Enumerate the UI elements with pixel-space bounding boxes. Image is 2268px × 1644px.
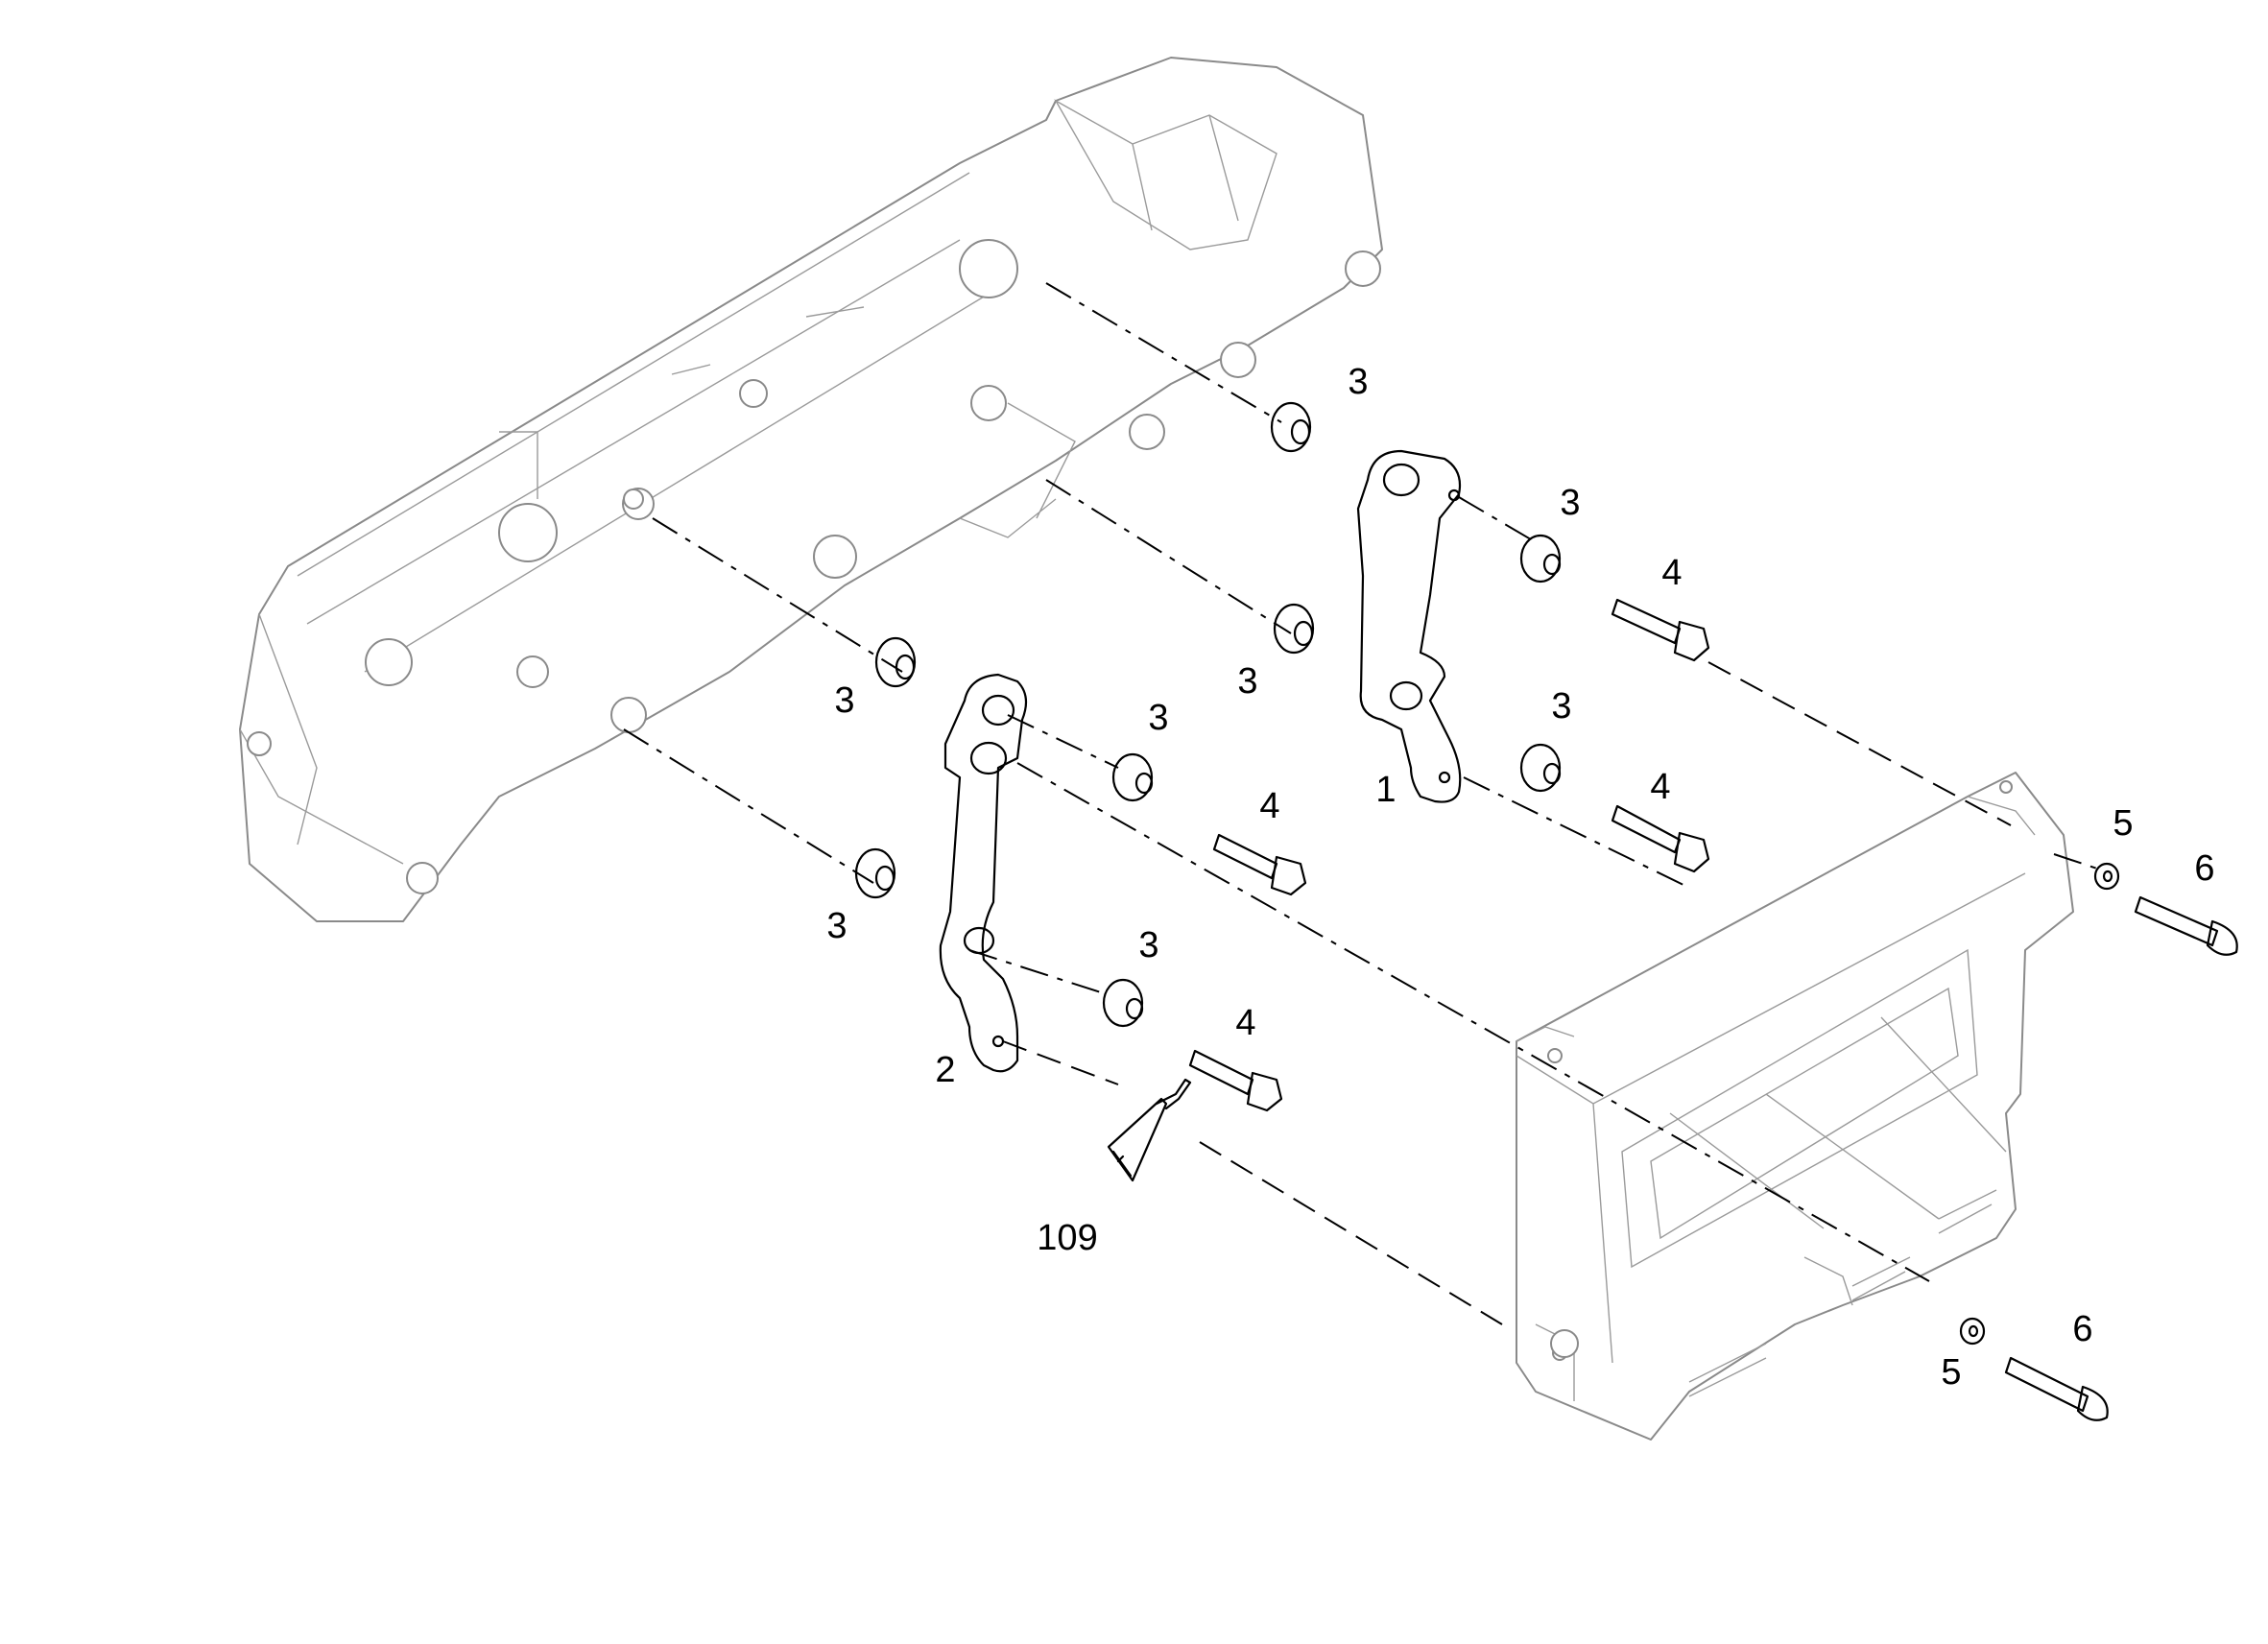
bolt xyxy=(1611,598,1710,662)
callout-3: 3 xyxy=(826,906,848,946)
bracket-2 xyxy=(939,673,1028,1073)
callout-2: 2 xyxy=(935,1050,956,1090)
bushing xyxy=(1111,752,1154,802)
bolt xyxy=(1188,1049,1283,1112)
callout-3: 3 xyxy=(1237,661,1258,702)
callout-3: 3 xyxy=(834,680,855,721)
screw xyxy=(2134,895,2238,956)
screw xyxy=(2004,1356,2109,1421)
sealant-tube-icon xyxy=(1107,1078,1192,1182)
washer xyxy=(2093,862,2120,891)
washer xyxy=(1959,1317,1986,1346)
washer-parts xyxy=(1959,862,2120,1346)
module-housing xyxy=(1516,772,2074,1441)
callout-4: 4 xyxy=(1259,786,1280,826)
callout-109: 109 xyxy=(1037,1218,1098,1258)
bushing xyxy=(1519,743,1562,793)
callout-3: 3 xyxy=(1560,483,1581,523)
callout-4: 4 xyxy=(1650,767,1671,807)
callout-5: 5 xyxy=(1941,1352,1962,1393)
bushing xyxy=(874,636,917,688)
bushing xyxy=(854,847,896,899)
assembly-lines xyxy=(623,282,2098,1325)
callout-3: 3 xyxy=(1138,925,1159,965)
screw-parts xyxy=(2004,895,2238,1421)
callout-1: 1 xyxy=(1375,770,1397,810)
main-frame-housing xyxy=(239,57,1383,922)
callout-3: 3 xyxy=(1148,698,1169,738)
callout-6: 6 xyxy=(2194,848,2215,889)
bolt-parts xyxy=(1188,598,1710,1112)
callout-3: 3 xyxy=(1551,686,1572,727)
bushing xyxy=(1270,401,1312,453)
callout-4: 4 xyxy=(1661,553,1683,593)
callout-3: 3 xyxy=(1348,362,1369,402)
bushing-parts xyxy=(854,401,1562,1028)
bolt xyxy=(1212,833,1307,896)
bushing xyxy=(1102,978,1144,1028)
bolt xyxy=(1611,804,1710,873)
bracket-1 xyxy=(1356,449,1462,803)
callout-4: 4 xyxy=(1235,1003,1256,1043)
bushing xyxy=(1519,534,1562,584)
callout-5: 5 xyxy=(2113,803,2134,844)
callout-6: 6 xyxy=(2072,1309,2093,1349)
bushing xyxy=(1273,603,1315,655)
